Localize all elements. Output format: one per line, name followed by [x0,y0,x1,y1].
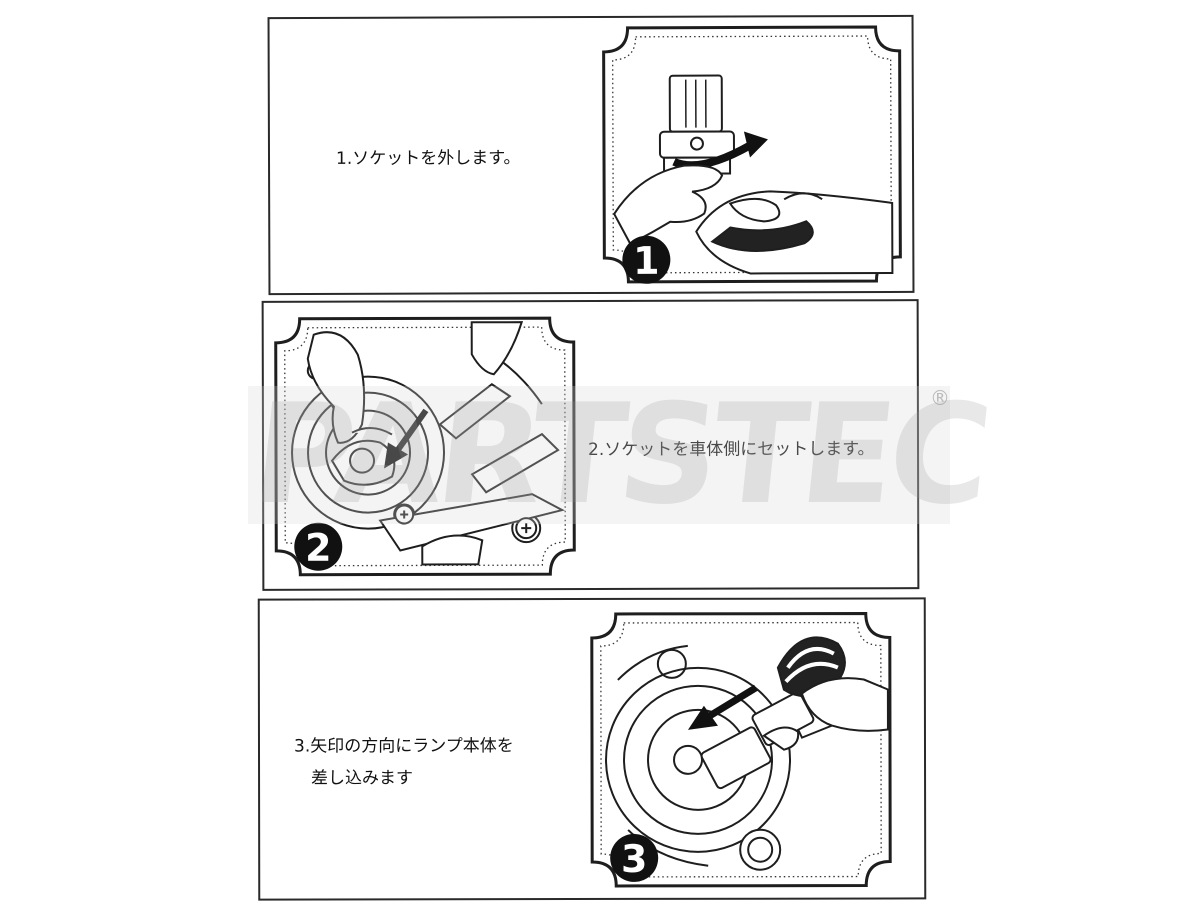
step-1-instruction: 1.ソケットを外します。 [335,148,521,169]
step-3-badge [610,833,659,882]
step-2-badge [294,522,343,571]
step-3-instruction: 3.矢印の方向にランプ本体を 差し込みます [293,736,514,789]
step-1-badge-number: 1 [633,239,660,283]
step-2-panel: 2 2.ソケットを車体側にセットします。 [261,299,920,591]
step-3-panel: 3.矢印の方向にランプ本体を 差し込みます [257,597,927,901]
step-1-panel: 1.ソケットを外します。 1 [267,14,915,296]
step-3-badge-number: 3 [621,837,648,881]
step-1-badge [622,235,671,284]
step-2-instruction: 2.ソケットを車体側にセットします。 [587,439,875,461]
step-3-illustration: 3 [590,612,892,888]
step-1-illustration: 1 [602,25,902,284]
step-2-illustration: 2 [274,316,576,577]
registered-mark: ® [930,386,950,410]
step-2-badge-number: 2 [305,526,332,570]
